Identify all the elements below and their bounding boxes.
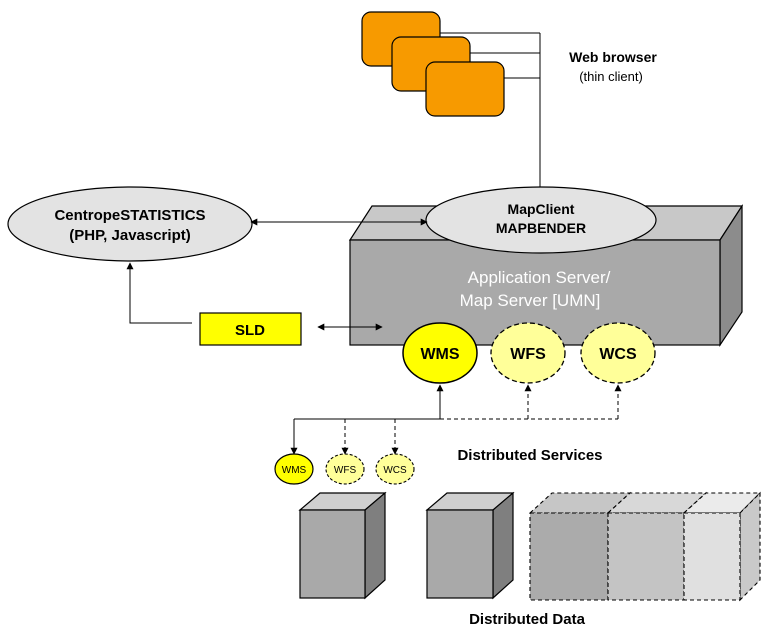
small-wcs-label: WCS [383,465,407,476]
service-connectors [290,384,622,455]
server-label-line1: Application Server/ [468,268,611,287]
server-label-line2: Map Server [UMN] [460,291,601,310]
small-wfs-label: WFS [334,465,357,476]
statistics-label-line1: CentropeSTATISTICS [54,207,205,224]
small-wfs-service [325,453,365,485]
mapclient-label-line1: MapClient [508,201,575,217]
mapclient-label-line2: MAPBENDER [496,220,586,236]
statistics-node: CentropeSTATISTICS (PHP, Javascript) [7,186,253,262]
distributed-data: Distributed Data [298,491,762,628]
browser-windows: Web browser (thin client) [361,11,657,198]
browser-subtitle: (thin client) [579,69,643,84]
wms-service [402,322,478,384]
small-services: WMS WFS WCS Distributed Services [274,447,603,485]
wfs-service [490,322,566,384]
wcs-service [580,322,656,384]
small-wcs-service [375,453,415,485]
statistics-ellipse [7,186,253,262]
browser-window-3 [425,61,505,117]
sld-node: SLD [199,312,302,346]
sld-statistics-arrow [126,262,192,324]
wfs-label: WFS [510,346,546,363]
small-wms-service [274,453,314,485]
mapclient-node: MapClient MAPBENDER [425,186,657,254]
sld-label: SLD [235,322,265,339]
browser-title: Web browser [569,49,657,65]
data-cube-1 [298,491,387,600]
data-cube-2 [425,491,515,600]
data-cube-5 [682,491,762,602]
statistics-label-line2: (PHP, Javascript) [69,227,190,244]
wms-label: WMS [420,346,459,363]
distributed-services-label: Distributed Services [457,447,602,464]
sld-box [199,312,302,346]
small-wms-label: WMS [282,465,307,476]
wcs-label: WCS [599,346,637,363]
main-services: WMS WFS WCS [402,322,656,384]
distributed-data-label: Distributed Data [469,611,586,628]
